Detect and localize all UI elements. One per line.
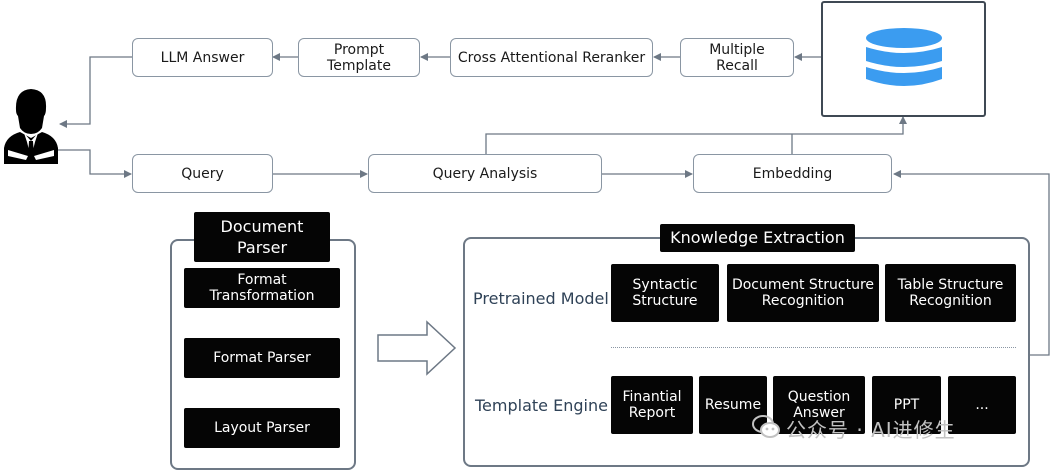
format-parser-box: Format Parser [184,338,340,378]
table-structure-box: Table Structure Recognition [885,264,1016,322]
format-transformation-line1: Format [237,272,287,288]
knowledge-extraction-title: Knowledge Extraction [660,224,855,252]
layout-parser-label: Layout Parser [214,420,310,436]
financial-report-box: Finantial Report [611,376,693,434]
financial-report-line1: Finantial [622,389,682,405]
query-analysis-box: Query Analysis [368,154,602,193]
embedding-box: Embedding [693,154,892,193]
llm-answer-box: LLM Answer [132,38,273,77]
syntactic-structure-box: Syntactic Structure [611,264,719,322]
table-structure-line2: Recognition [909,293,992,309]
document-structure-box: Document Structure Recognition [727,264,879,322]
document-parser-title-line1: Document [220,217,304,236]
table-structure-line1: Table Structure [897,277,1004,293]
embedding-label: Embedding [752,165,833,182]
multiple-recall-box: Multiple Recall [680,38,794,77]
format-parser-label: Format Parser [213,350,311,366]
reranker-label: Cross Attentional Reranker [457,49,646,66]
question-answer-line1: Question [787,389,851,405]
multiple-recall-line2: Recall [716,57,758,74]
watermark-text: 公众号 · AI进修生 [786,418,956,442]
user-icon [2,86,60,164]
prompt-template-line2: Template [327,57,391,74]
layout-parser-box: Layout Parser [184,408,340,448]
document-structure-line2: Recognition [761,293,845,309]
ppt-label: PPT [893,397,920,413]
llm-answer-label: LLM Answer [160,49,245,66]
query-analysis-label: Query Analysis [432,165,538,182]
database-box [821,1,986,117]
database-icon [866,28,942,86]
pretrained-model-label: Pretrained Model [473,289,609,308]
section-divider [611,347,1016,348]
ppt-box: PPT [872,376,941,434]
query-box: Query [132,154,273,193]
financial-report-line2: Report [628,405,676,421]
resume-label: Resume [704,397,762,413]
resume-box: Resume [699,376,767,434]
multiple-recall-line1: Multiple [709,41,765,58]
format-transformation-box: Format Transformation [184,268,340,308]
document-parser-title: Document Parser [194,212,330,262]
document-structure-line1: Document Structure [731,277,875,293]
more-box: ... [948,376,1016,434]
more-label: ... [975,397,989,413]
query-label: Query [181,165,224,182]
wechat-icon [752,414,780,440]
document-parser-title-line2: Parser [236,238,288,257]
prompt-template-line1: Prompt [333,41,385,58]
question-answer-line2: Answer [793,405,845,421]
prompt-template-box: Prompt Template [298,38,420,77]
format-transformation-line2: Transformation [209,288,315,304]
block-arrow-icon [377,320,457,376]
reranker-box: Cross Attentional Reranker [450,38,653,77]
knowledge-extraction-title-label: Knowledge Extraction [670,228,845,247]
template-engine-label: Template Engine [475,396,608,415]
syntactic-structure-line1: Syntactic [632,277,698,293]
syntactic-structure-line2: Structure [632,293,698,309]
question-answer-box: Question Answer [773,376,865,434]
